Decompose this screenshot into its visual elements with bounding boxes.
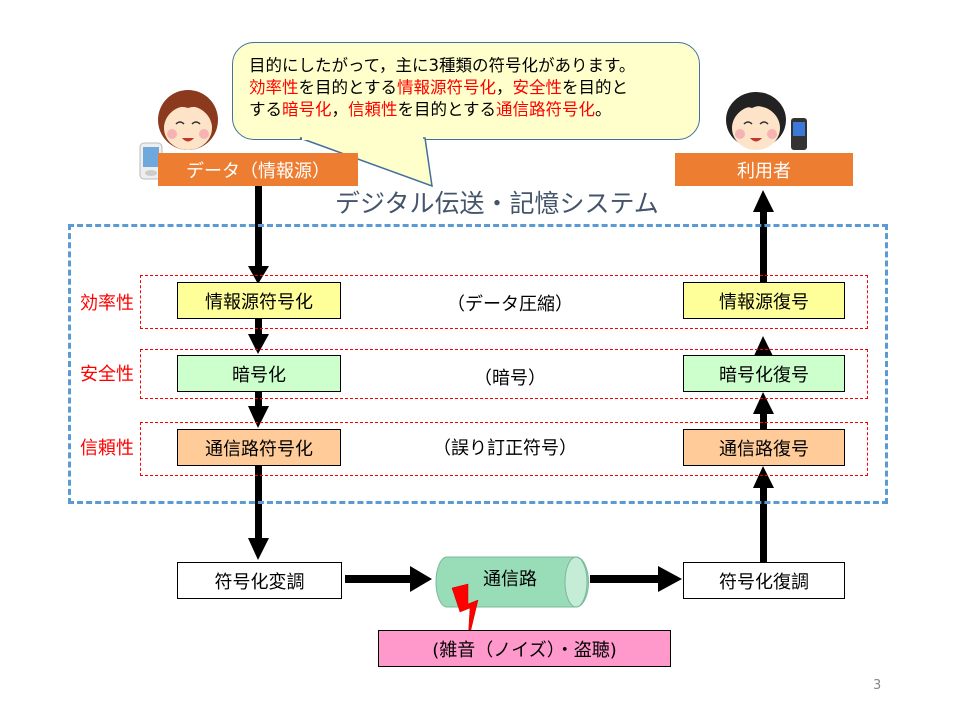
channel-encoder-box: 通信路符号化 (177, 429, 341, 466)
girl-avatar (158, 90, 218, 150)
user-label: 利用者 (737, 160, 791, 182)
layer-efficiency (140, 275, 868, 329)
modulator-label: 符号化変調 (214, 571, 305, 593)
decryption-box: 暗号化復号 (683, 355, 845, 392)
arrows-up (753, 190, 774, 562)
noise-label: (雑音（ノイズ）・盗聴) (432, 639, 617, 661)
desc-compression: （データ圧縮） (447, 294, 573, 315)
decryption-label: 暗号化復号 (719, 364, 809, 386)
bubble-text: を目的とする (397, 100, 497, 119)
bubble-text: ， (331, 100, 349, 119)
mobile-phone-icon (791, 118, 807, 150)
channel-label: 通信路 (483, 569, 537, 590)
bubble-line-1: 目的にしたがって，主に3種類の符号化があります。 (249, 56, 636, 75)
layer-reliability (140, 422, 868, 476)
pda-icon (139, 142, 163, 180)
encryption-label: 暗号化 (232, 364, 286, 386)
channel-decoder-box: 通信路復号 (683, 429, 845, 466)
bubble-text: を目的と (562, 78, 629, 97)
property-security: 安全性 (80, 364, 134, 385)
bubble-text: する (249, 100, 282, 119)
bubble-text: 暗号化 (282, 100, 332, 119)
desc-error-correction: （誤り訂正符号） (433, 438, 577, 459)
bubble-text: を目的とする (298, 78, 398, 97)
channel-cylinder (435, 556, 589, 608)
bubble-text: 信頼性 (348, 100, 398, 119)
demodulator-box: 符号化復調 (683, 562, 845, 599)
encryption-box: 暗号化 (177, 355, 341, 392)
noise-box: (雑音（ノイズ）・盗聴) (378, 630, 671, 667)
bubble-text: 効率性 (249, 78, 299, 97)
bubble-line-2: 効率性を目的とする情報源符号化，安全性を目的と (249, 77, 683, 99)
user-box: 利用者 (675, 153, 853, 186)
boy-avatar (726, 92, 786, 150)
source-box: データ（情報源） (158, 153, 358, 186)
bubble-text: ， (496, 78, 513, 97)
source-decoder-label: 情報源復号 (719, 291, 809, 313)
lightning-icon (451, 583, 479, 643)
bubble-line-3: する暗号化，信頼性を目的とする通信路符号化。 (249, 99, 683, 121)
speech-bubble: 目的にしたがって，主に3種類の符号化があります。 効率性を目的とする情報源符号化… (232, 42, 700, 140)
source-encoder-label: 情報源符号化 (205, 291, 313, 313)
page-number: 3 (873, 678, 882, 693)
property-efficiency: 効率性 (80, 293, 134, 314)
bubble-text: 安全性 (512, 78, 563, 97)
channel-decoder-label: 通信路復号 (719, 438, 809, 460)
source-decoder-box: 情報源復号 (683, 282, 845, 319)
bubble-text: 。 (595, 100, 612, 119)
bubble-text: 情報源符号化 (397, 78, 497, 97)
property-reliability: 信頼性 (80, 438, 134, 459)
channel-encoder-label: 通信路符号化 (205, 438, 313, 460)
bubble-text: 通信路符号化 (496, 100, 596, 119)
system-frame (68, 224, 888, 504)
layer-security (140, 349, 868, 399)
modulator-box: 符号化変調 (177, 562, 342, 599)
source-label: データ（情報源） (186, 160, 330, 182)
arrows-horizontal (345, 566, 682, 592)
demodulator-label: 符号化復調 (719, 571, 809, 593)
system-title: デジタル伝送・記憶システム (335, 189, 659, 218)
source-encoder-box: 情報源符号化 (177, 282, 341, 319)
desc-encryption: （暗号） (474, 368, 546, 389)
